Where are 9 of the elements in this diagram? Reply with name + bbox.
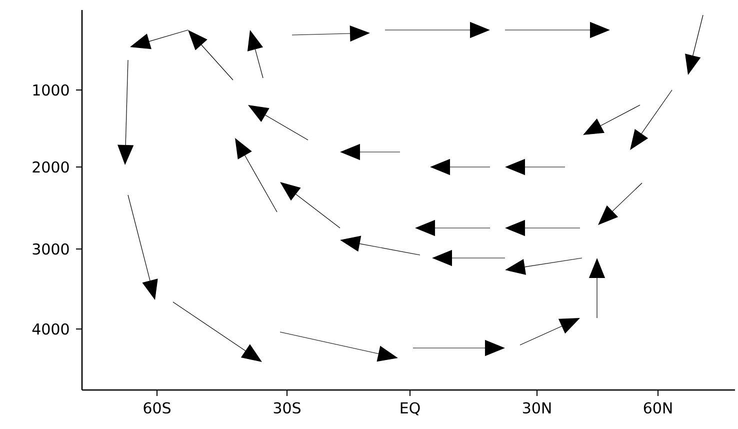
- tick-label: 30N: [523, 402, 551, 414]
- tick-label: 4000: [32, 323, 69, 335]
- tick-label: 1000: [33, 84, 69, 96]
- tick-label: 60S: [144, 402, 170, 414]
- tick-label: EQ: [400, 402, 420, 416]
- tick-label: 60N: [644, 402, 672, 414]
- tick-label: 30S: [274, 402, 300, 414]
- tick-label: 3000: [32, 243, 69, 255]
- tick-label: 2000: [32, 161, 69, 173]
